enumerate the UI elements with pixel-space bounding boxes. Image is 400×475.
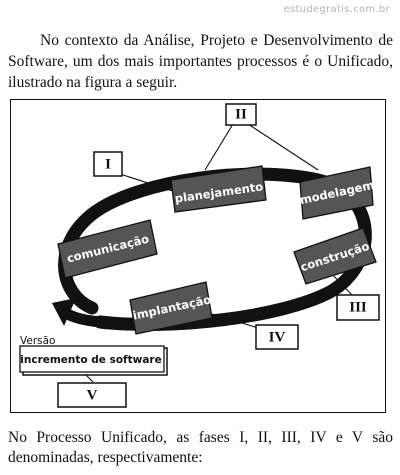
roman-box-i: I <box>93 151 123 177</box>
roman-box-v: V <box>57 382 127 408</box>
phase-planejamento: planejamento <box>170 165 267 213</box>
roman-label-v: V <box>87 387 98 403</box>
roman-label-iv: IV <box>269 329 286 345</box>
versao-label: Versão <box>20 335 55 347</box>
roman-box-iii: III <box>336 294 380 321</box>
increment-box: incremento de software <box>19 345 168 376</box>
roman-box-ii: II <box>225 103 257 126</box>
connector-ii-a <box>204 123 234 171</box>
roman-label-i: I <box>105 156 111 172</box>
unified-process-figure <box>10 99 386 413</box>
phase-modelagem: modelagem <box>298 166 375 220</box>
intro-text: No contexto da Análise, Projeto e Desenv… <box>8 32 393 91</box>
increment-label: incremento de software <box>20 354 161 366</box>
connector-ii-b <box>247 123 319 171</box>
question-paragraph: No Processo Unificado, as fases I, II, I… <box>8 429 393 466</box>
site-watermark: estudegratis.com.br <box>283 4 390 15</box>
intro-paragraph: No contexto da Análise, Projeto e Desenv… <box>8 30 393 93</box>
phase-construcao: construção <box>293 227 377 285</box>
phase-implantacao: implantação <box>129 281 213 335</box>
spiral-arrowhead <box>52 298 76 326</box>
roman-box-iv: IV <box>255 324 299 350</box>
roman-label-ii: II <box>235 106 247 122</box>
roman-label-iii: III <box>349 299 367 315</box>
